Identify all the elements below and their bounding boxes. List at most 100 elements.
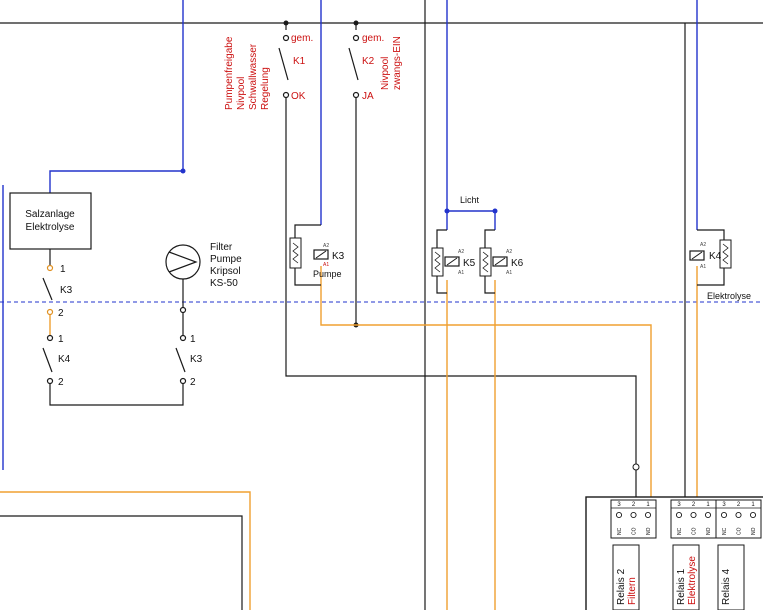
timer-zigzag	[482, 251, 489, 273]
salzanlage-line1: Salzanlage	[25, 209, 75, 220]
relay-terminal-screw	[615, 511, 623, 519]
k4-left-pin-bottom: 2	[58, 377, 64, 388]
relay-terminal-label: NC	[617, 527, 623, 535]
relay-pin-number: 1	[706, 502, 710, 508]
k1-bottom-label: OK	[291, 91, 306, 102]
k3-left-contact-blade	[42, 277, 53, 301]
relay-pin-number: 2	[692, 502, 696, 508]
relay-terminal-block	[715, 499, 762, 539]
k2-desc-line2: zwangs-EIN	[392, 36, 403, 90]
k2-top-label: gem.	[362, 33, 384, 44]
terminal-circle	[632, 463, 640, 471]
coil-k3: A2 A1 K3 Pumpe	[289, 224, 345, 286]
k3-pump-contact-blade	[175, 347, 186, 373]
black-wire-bottom-left	[0, 515, 243, 610]
relay-terminal-label: CO	[691, 527, 697, 535]
blue-wire-salzanlage-feed	[49, 170, 183, 193]
k1-desc-line1: Pumpenfreigabe	[224, 36, 235, 110]
terminal-circle	[179, 377, 187, 385]
salzanlage-line2: Elektrolyse	[26, 222, 75, 233]
k3-coil-name: K3	[332, 251, 345, 262]
terminal-circle	[352, 34, 360, 42]
k3-pump-pin-top: 1	[190, 334, 196, 345]
pump-triangle	[168, 251, 198, 273]
coil-slash	[446, 257, 458, 266]
k3-coil-a2: A2	[323, 243, 329, 249]
coil-k5: A2 A1 K5	[431, 229, 476, 294]
relay-pin-number: 2	[632, 502, 636, 508]
relay-label-box	[717, 544, 745, 610]
relay-subtitle: Filtern	[627, 577, 638, 605]
junction-dot	[180, 168, 186, 174]
relay-pin-number: 3	[617, 502, 621, 508]
k2-desc-line1: Nivpool	[380, 57, 391, 90]
k3-left-pin-top: 1	[60, 264, 66, 275]
terminal-circle	[282, 91, 290, 99]
relay-pin-number: 1	[751, 502, 755, 508]
k4-coil-name: K4	[709, 251, 722, 262]
k5-coil-a1: A1	[458, 270, 464, 276]
relay-terminal-screw	[735, 511, 742, 519]
terminal-circle	[46, 334, 54, 342]
licht-label: Licht	[460, 195, 480, 205]
relay-terminal-block	[670, 499, 717, 539]
k1-description: Pumpenfreigabe Nivpool Schwallwasser Reg…	[224, 36, 271, 110]
k4-coil-a1: A1	[700, 264, 706, 270]
junction-dot	[492, 208, 498, 214]
relay-terminal-screw	[630, 511, 637, 519]
k6-coil-a1: A1	[506, 270, 512, 276]
k2-bottom-label: JA	[362, 91, 374, 102]
k3-left-label: K3	[60, 285, 73, 296]
k1-contact-blade	[278, 47, 289, 81]
coil-k4: A2 A1 K4 Elektrolyse	[689, 229, 751, 301]
timer-zigzag	[434, 251, 441, 273]
coil-slash	[691, 251, 703, 260]
k3-pump-pin-bottom: 2	[190, 377, 196, 388]
relay-terminal-screw	[749, 511, 757, 519]
k6-coil-a2: A2	[506, 249, 512, 255]
terminal-circle	[179, 306, 187, 314]
k2-description: Nivpool zwangs-EIN	[380, 36, 403, 90]
contacts-return-wire	[49, 384, 184, 406]
terminal-circle	[179, 334, 187, 342]
relay-terminal-screw	[690, 511, 697, 519]
k3-left-pin-bottom: 2	[58, 308, 64, 319]
relay-label-box	[612, 544, 640, 610]
timer-zigzag	[292, 242, 299, 264]
relay-pin-number: 3	[722, 502, 726, 508]
k3-pump-label: K3	[190, 354, 203, 365]
k4-coil-a2: A2	[700, 242, 706, 248]
relay-terminal-screw	[644, 511, 652, 519]
k1-desc-line2: Nivpool	[236, 77, 247, 110]
relay-terminal-screw	[675, 511, 683, 519]
k5-coil-name: K5	[463, 258, 476, 269]
relay-title: Relais 4	[721, 568, 732, 605]
junction-dot	[353, 20, 359, 26]
terminal-circle	[46, 377, 54, 385]
junction-dot	[283, 20, 289, 26]
orange-wire-pumpe-return	[320, 266, 652, 530]
pump-line1: Filter	[210, 242, 233, 253]
relay-terminal-screw	[720, 511, 728, 519]
k1-desc-line4: Regelung	[260, 67, 271, 110]
relay-terminal-label: CO	[631, 527, 637, 535]
relay-terminal-label: CO	[736, 527, 742, 535]
blue-wire-licht	[446, 0, 496, 230]
terminal-circle	[46, 308, 54, 316]
relay-pin-number: 1	[646, 502, 650, 508]
k1-label: K1	[293, 56, 306, 67]
timer-zigzag	[722, 243, 729, 265]
k4-left-contact-blade	[42, 347, 53, 373]
coil-k6: A2 A1 K6	[479, 229, 524, 294]
relay-terminal-block	[610, 499, 657, 539]
pump-line3: Kripsol	[210, 266, 241, 277]
k1-top-label: gem.	[291, 33, 313, 44]
k2-label: K2	[362, 56, 375, 67]
k4-left-label: K4	[58, 354, 71, 365]
relay-terminal-label: NC	[677, 527, 683, 535]
relay-terminal-label: NO	[646, 527, 652, 535]
k1-output-wire	[285, 96, 637, 465]
